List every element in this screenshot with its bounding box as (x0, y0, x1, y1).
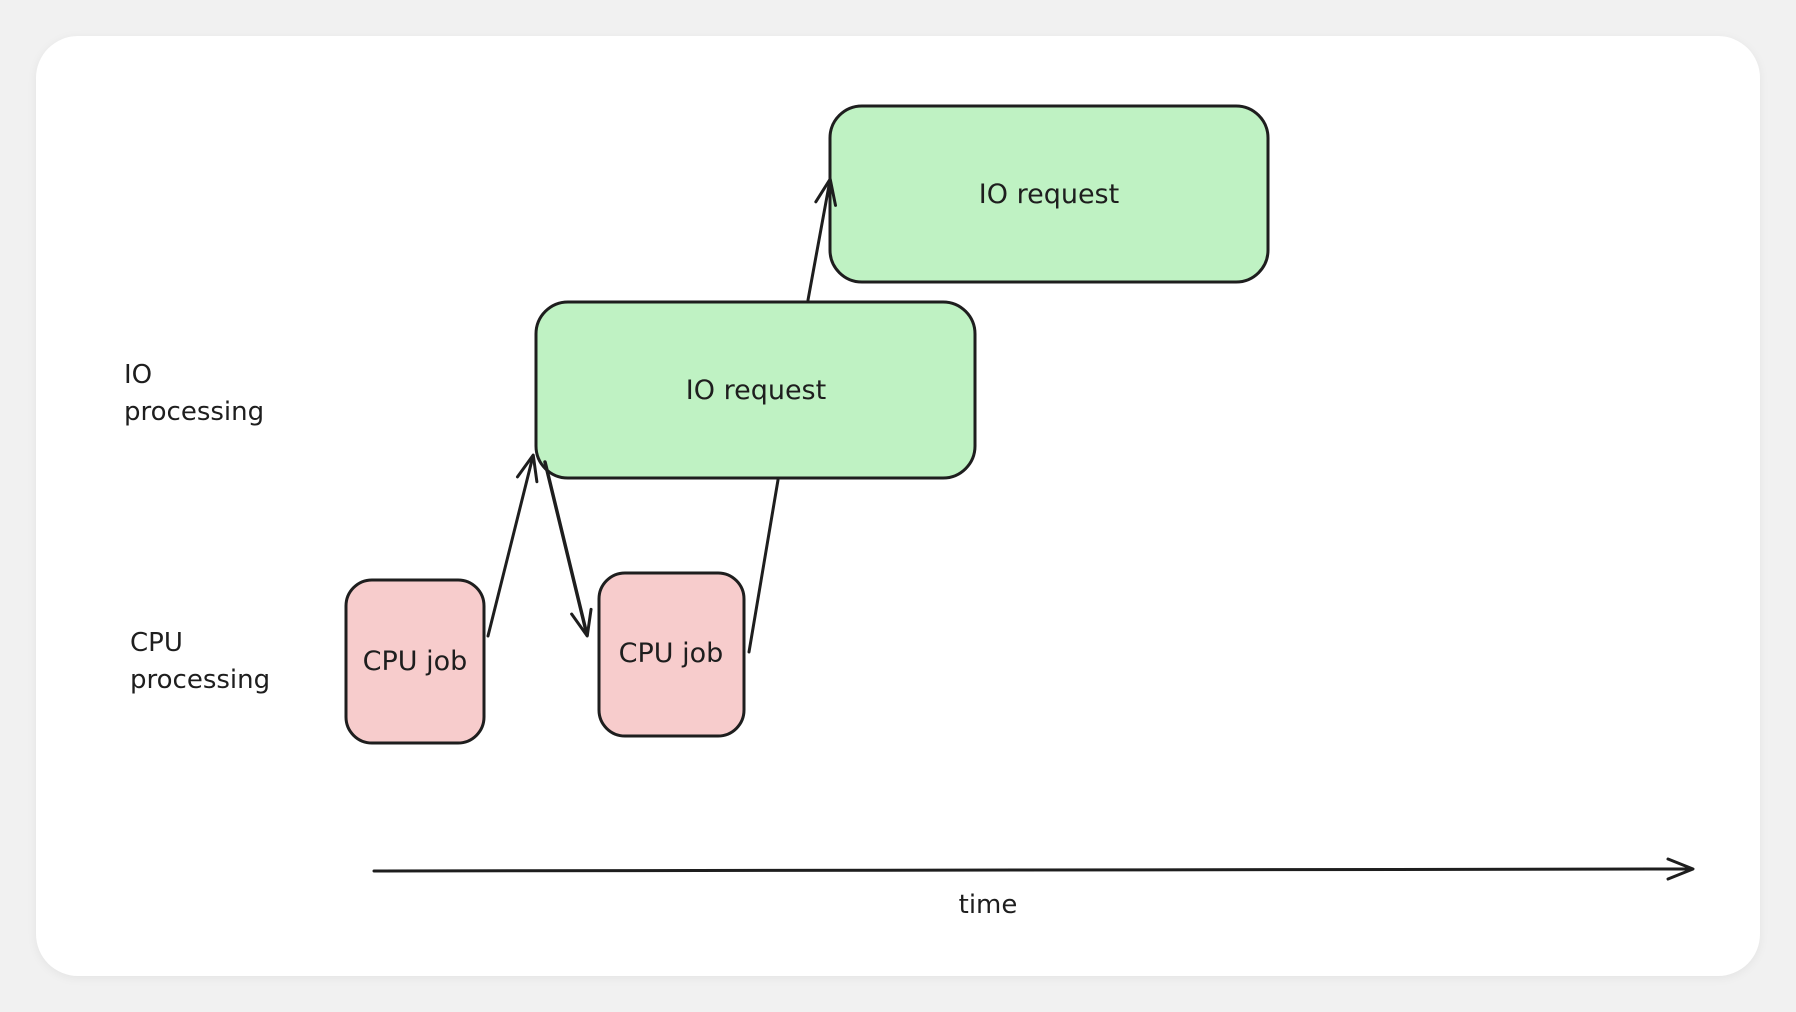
cpu-processing-label: CPU processing (130, 628, 270, 695)
cpu-label-line1: CPU (130, 628, 183, 658)
io-request-box-2: IO request (828, 104, 1270, 284)
io-label-line1: IO (124, 360, 152, 390)
cpu-job-box-2: CPU job (597, 571, 746, 738)
cpu-job-box-1: CPU job (344, 578, 486, 745)
cpu-label-line2: processing (130, 665, 270, 695)
arrow-io1-to-io2 (806, 177, 838, 302)
io-processing-label: IO processing (124, 360, 264, 427)
io-request-box-1: IO request (534, 300, 977, 480)
time-axis-arrow (372, 857, 1695, 881)
time-axis-label: time (959, 890, 1018, 920)
cpu-job-1-label: CPU job (363, 646, 468, 677)
cpu-job-2-label: CPU job (619, 638, 724, 669)
io-request-2-label: IO request (979, 179, 1119, 210)
connector-cpu2-to-io1 (747, 478, 780, 654)
arrow-cpu1-to-io1 (486, 453, 539, 638)
io-label-line2: processing (124, 397, 264, 427)
arrow-io1-to-cpu2 (543, 460, 593, 638)
io-request-1-label: IO request (686, 375, 826, 406)
